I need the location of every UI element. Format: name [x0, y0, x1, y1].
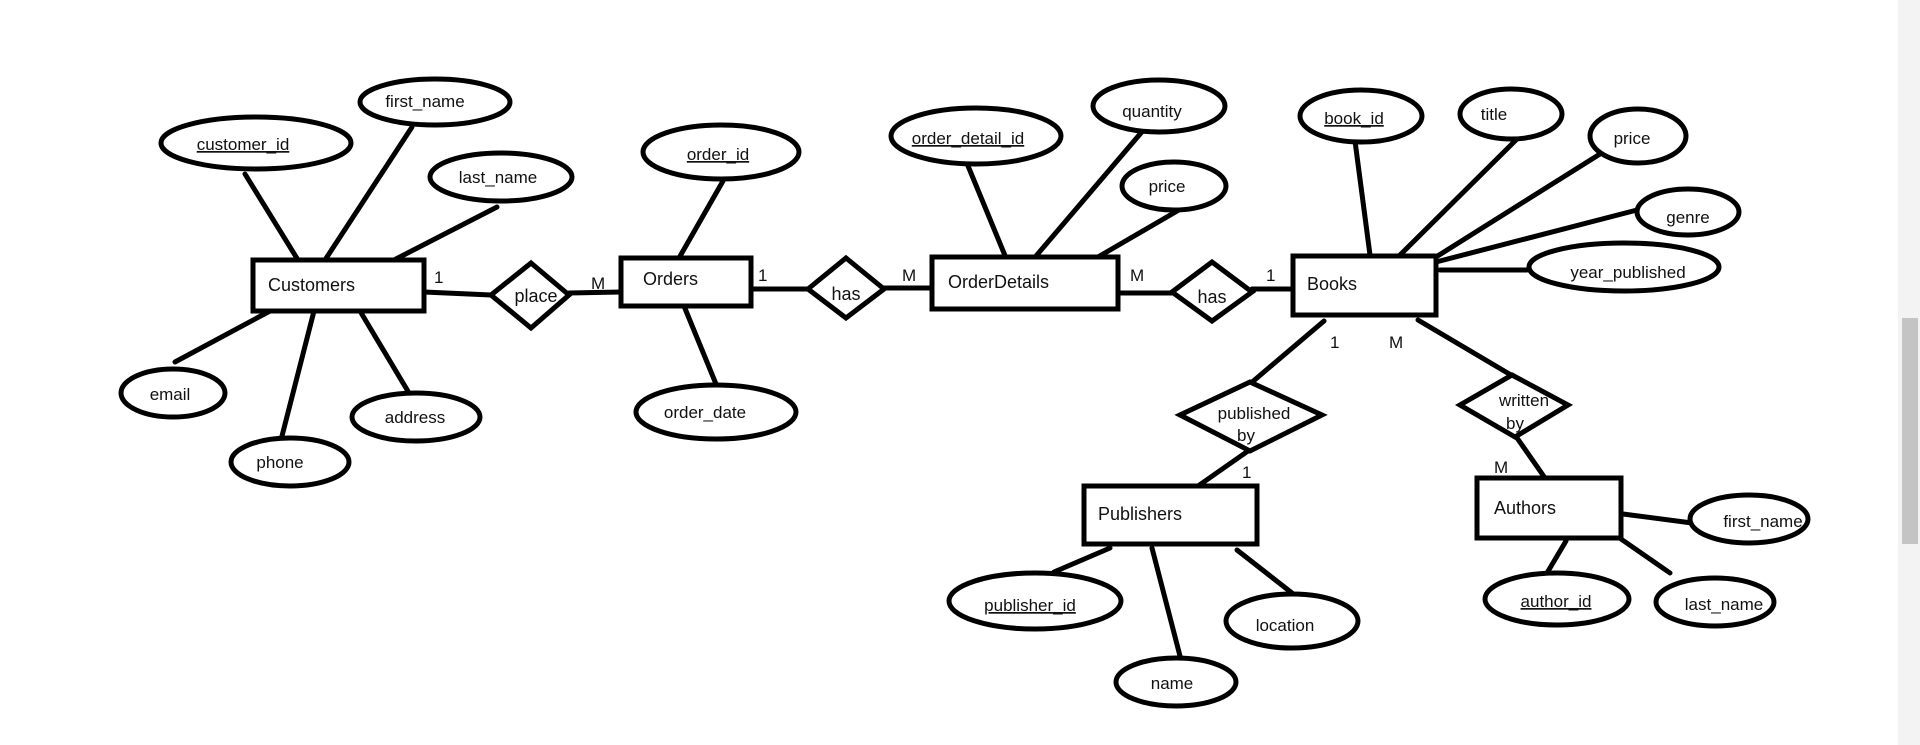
attr-label: author_id	[1521, 592, 1592, 611]
entity-customers[interactable]: Customers	[250, 257, 427, 314]
relationship-published-by[interactable]: published by	[1174, 379, 1328, 454]
attr-label: price	[1614, 129, 1651, 148]
entity-label: Publishers	[1098, 504, 1182, 524]
attr-label: order_detail_id	[912, 129, 1024, 148]
attr-year-published[interactable]: year_published	[1526, 240, 1722, 294]
entity-publishers[interactable]: Publishers	[1081, 483, 1260, 547]
entity-label: Authors	[1494, 498, 1556, 518]
cardinality-books-published: 1	[1330, 333, 1339, 352]
attr-label: email	[150, 385, 191, 404]
relationship-label: has	[1197, 287, 1226, 307]
attr-label: last_name	[1685, 595, 1763, 614]
attr-customer-first-name[interactable]: first_name	[357, 76, 513, 128]
attr-order-id[interactable]: order_id	[640, 122, 802, 182]
attr-detail-price[interactable]: price	[1119, 159, 1229, 213]
relationship-orders-has[interactable]: has	[803, 254, 889, 322]
cardinality-written-authors: M	[1494, 458, 1508, 477]
relationship-label-line-1: written	[1498, 391, 1549, 410]
connectors	[172, 124, 1695, 659]
cardinality-published-publishers: 1	[1242, 463, 1251, 482]
cardinality-has-books: 1	[1266, 266, 1275, 285]
cardinality-place-orders: M	[591, 274, 605, 293]
attr-email[interactable]: email	[118, 366, 228, 420]
cardinalities: 1 M 1 M M 1 1 1 M M	[434, 266, 1508, 482]
attr-label: first_name	[1723, 512, 1802, 531]
attr-label: publisher_id	[984, 596, 1076, 615]
attr-label: order_id	[687, 145, 749, 164]
attr-publisher-name[interactable]: name	[1113, 655, 1239, 709]
attr-quantity[interactable]: quantity	[1090, 77, 1228, 135]
attr-author-last-name[interactable]: last_name	[1653, 575, 1777, 629]
scrollbar-thumb[interactable]	[1902, 318, 1918, 544]
attr-label: last_name	[459, 168, 537, 187]
attr-label: price	[1149, 177, 1186, 196]
attr-label: location	[1256, 616, 1315, 635]
attr-publisher-id[interactable]: publisher_id	[946, 570, 1124, 632]
relationship-written-by[interactable]: written by	[1455, 372, 1574, 440]
attr-label: order_date	[664, 403, 746, 422]
entity-label: Books	[1307, 274, 1357, 294]
attr-label: customer_id	[197, 135, 290, 154]
entity-label: OrderDetails	[948, 272, 1049, 292]
attr-address[interactable]: address	[349, 390, 483, 444]
relationship-label: has	[831, 284, 860, 304]
attr-phone[interactable]: phone	[228, 435, 352, 489]
attr-label: address	[385, 408, 445, 427]
relationship-place[interactable]: place	[487, 259, 573, 332]
relationship-label: place	[514, 286, 557, 306]
relationship-label-line-1: published	[1218, 404, 1291, 423]
cardinality-has-details: M	[902, 266, 916, 285]
cardinality-books-written: M	[1389, 333, 1403, 352]
attr-label: genre	[1666, 208, 1709, 227]
attr-genre[interactable]: genre	[1634, 186, 1742, 238]
attr-order-date[interactable]: order_date	[633, 382, 799, 442]
cardinality-customers-place: 1	[434, 268, 443, 287]
entity-order-details[interactable]: OrderDetails	[929, 254, 1121, 312]
entity-orders[interactable]: Orders	[618, 255, 754, 309]
attr-customer-last-name[interactable]: last_name	[427, 150, 575, 204]
entity-authors[interactable]: Authors	[1474, 475, 1624, 541]
cardinality-orders-has: 1	[758, 266, 767, 285]
relationship-details-has[interactable]: has	[1167, 258, 1257, 325]
attr-author-first-name[interactable]: first_name	[1687, 492, 1811, 546]
entity-label: Orders	[643, 269, 698, 289]
attr-label: phone	[256, 453, 303, 472]
relationship-label-line-2: by	[1506, 414, 1524, 433]
attr-label: book_id	[1324, 109, 1384, 128]
attr-book-id[interactable]: book_id	[1297, 87, 1425, 145]
relationship-label-line-2: by	[1237, 426, 1255, 445]
attr-label: name	[1151, 674, 1194, 693]
attr-order-detail-id[interactable]: order_detail_id	[888, 105, 1064, 167]
attr-customer-id[interactable]: customer_id	[158, 114, 354, 172]
attr-label: quantity	[1122, 102, 1182, 121]
attr-location[interactable]: location	[1223, 591, 1361, 651]
attr-title[interactable]: title	[1457, 86, 1565, 142]
attr-label: year_published	[1570, 263, 1685, 282]
entity-label: Customers	[268, 275, 355, 295]
attr-author-id[interactable]: author_id	[1482, 570, 1632, 628]
attr-label: first_name	[385, 92, 464, 111]
attr-label: title	[1481, 105, 1507, 124]
cardinality-details-has: M	[1130, 266, 1144, 285]
entity-books[interactable]: Books	[1290, 253, 1439, 318]
attr-book-price[interactable]: price	[1587, 106, 1689, 166]
